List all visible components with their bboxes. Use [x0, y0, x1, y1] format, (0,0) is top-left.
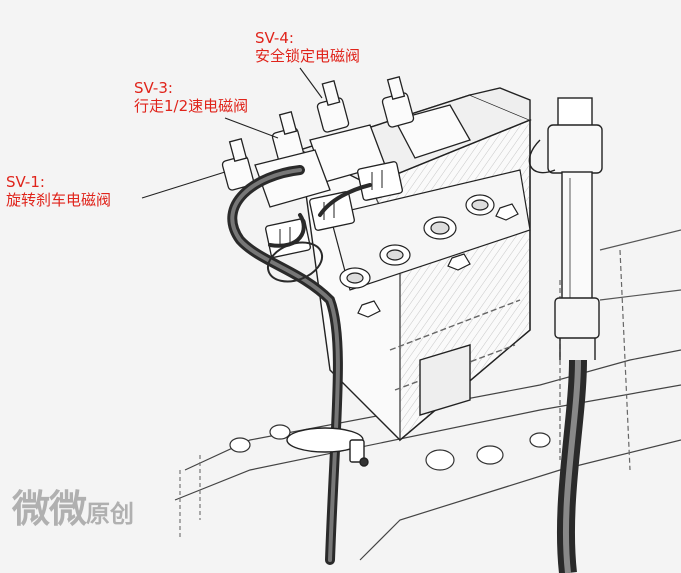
wire-harness — [227, 165, 372, 565]
lower-bolts — [229, 424, 551, 471]
port-face — [329, 169, 531, 318]
solenoid-sv1 — [221, 137, 331, 208]
callout-sv1-code: SV-1: — [6, 173, 45, 191]
machine-frame — [174, 229, 681, 561]
solenoid-coils — [221, 75, 471, 208]
watermark-big: 微微 — [12, 487, 87, 531]
leader-sv1 — [141, 171, 226, 199]
callout-sv3: SV-3: 行走1/2速电磁阀 — [134, 79, 248, 115]
watermark: 微微原创 — [12, 478, 134, 533]
leader-sv3 — [224, 117, 279, 139]
callout-sv4: SV-4: 安全锁定电磁阀 — [255, 29, 360, 65]
callout-sv4-name: 安全锁定电磁阀 — [255, 47, 361, 65]
solenoid-sv4 — [316, 75, 471, 159]
callout-sv1: SV-1: 旋转刹车电磁阀 — [6, 173, 111, 209]
callout-sv1-name: 旋转刹车电磁阀 — [6, 191, 112, 209]
hydraulic-line — [528, 97, 603, 573]
leader-sv4 — [299, 67, 323, 99]
callout-sv3-name: 行走1/2速电磁阀 — [134, 97, 249, 115]
hose-clamp — [286, 427, 369, 467]
callout-sv4-code: SV-4: — [255, 29, 294, 47]
leader-lines — [141, 67, 323, 199]
watermark-small: 原创 — [86, 500, 135, 528]
callout-sv3-code: SV-3: — [134, 79, 173, 97]
